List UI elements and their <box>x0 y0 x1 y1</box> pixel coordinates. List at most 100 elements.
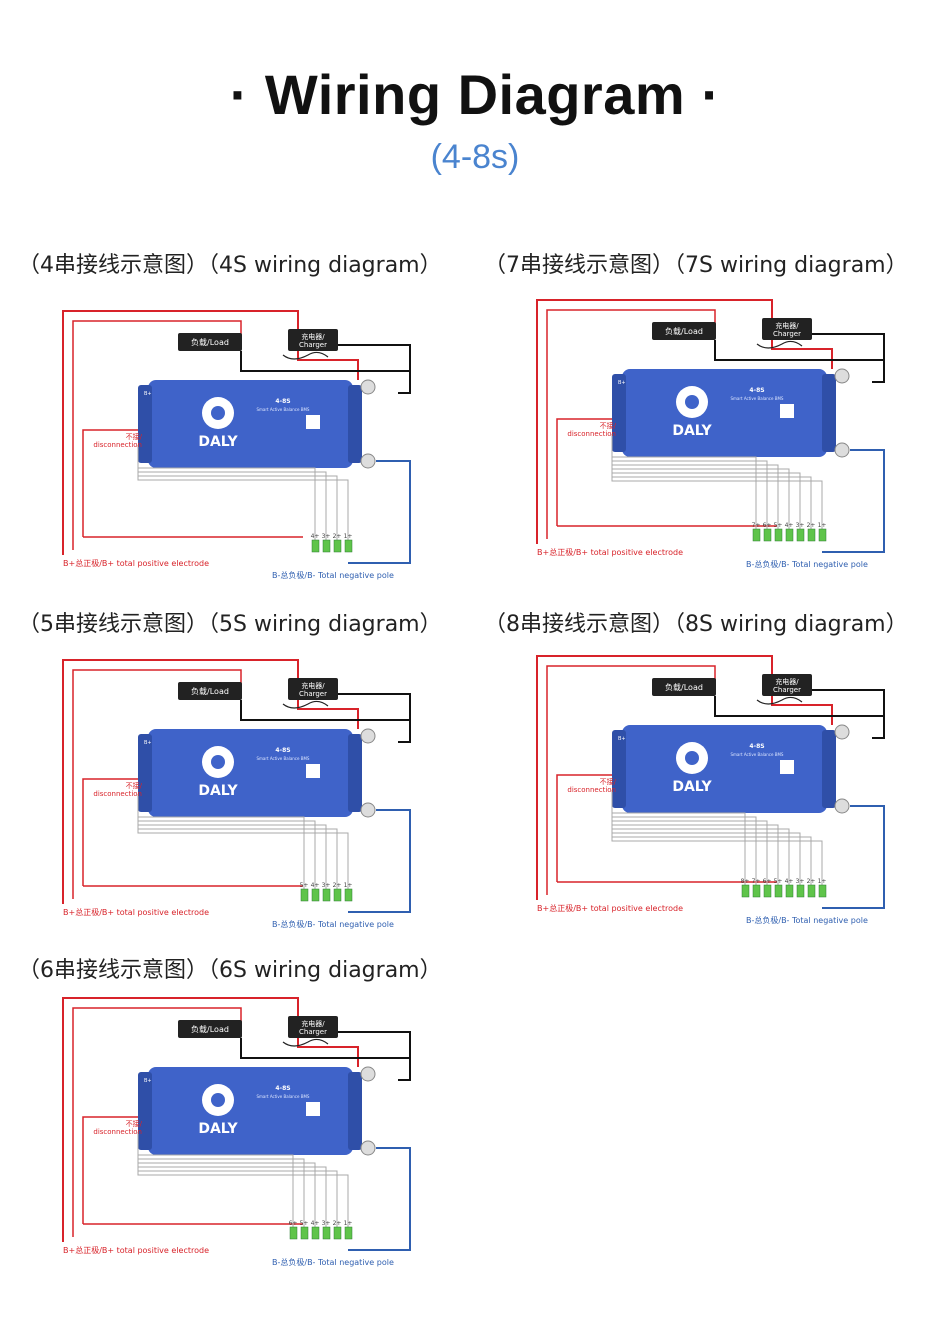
brand-label: DALY <box>672 779 712 795</box>
cell-label: 1+ <box>818 878 827 885</box>
terminal-icon <box>360 1066 376 1082</box>
cell-label: 1+ <box>344 533 353 540</box>
model-label: 4-8S <box>275 1085 290 1092</box>
cell-connector <box>333 1226 342 1240</box>
panel-title-5s: （5串接线示意图）（5S wiring diagram） <box>18 606 442 638</box>
cell-connector <box>344 888 353 902</box>
cell-connector <box>741 884 750 898</box>
daly-logo-icon <box>211 755 225 769</box>
bms-board <box>622 725 827 813</box>
load-wire <box>240 1038 411 1072</box>
daly-logo-icon <box>211 406 225 420</box>
daly-logo-icon <box>685 395 699 409</box>
cell-label: 7+ <box>752 522 761 529</box>
sense-wire <box>137 1147 349 1227</box>
charger-label: 充电器/ <box>301 332 325 341</box>
panel-title-6s: （6串接线示意图）（6S wiring diagram） <box>18 952 442 984</box>
bms-bracket <box>138 385 152 463</box>
negative-label: B-总负极/B- Total negative pole <box>746 915 868 925</box>
panel-title-en: （8S wiring diagram） <box>674 612 908 637</box>
cell-connector <box>322 1226 331 1240</box>
charger-wire <box>802 689 885 739</box>
load-box <box>652 678 716 696</box>
charger-label: 充电器/ <box>775 321 799 330</box>
sense-wire <box>611 446 801 529</box>
negative-wire <box>822 449 885 553</box>
qr-code-icon <box>306 415 320 429</box>
disconnection-label: disconnection <box>93 1128 142 1136</box>
bms-bracket <box>822 730 836 808</box>
cell-connector <box>322 888 331 902</box>
negative-wire <box>348 460 411 564</box>
disconnection-label: disconnection <box>93 441 142 449</box>
positive-wire <box>546 665 716 895</box>
charger-label: 充电器/ <box>301 681 325 690</box>
load-box <box>652 322 716 340</box>
brand-label: DALY <box>198 434 238 450</box>
cell-label: 7+ <box>752 878 761 885</box>
model-label: 4-8S <box>749 387 764 394</box>
cell-label: 4+ <box>311 882 320 889</box>
cell-connector <box>311 539 320 553</box>
panel-title-cn: （6串接线示意图） <box>18 958 208 983</box>
sense-wire <box>611 808 812 885</box>
cell-connector <box>785 528 794 542</box>
model-label: 4-8S <box>275 398 290 405</box>
load-box <box>178 1020 242 1038</box>
disconnection-label: 不接/ <box>126 432 143 441</box>
cell-connector <box>807 528 816 542</box>
cell-connector <box>300 888 309 902</box>
load-label: 负载/Load <box>665 682 703 692</box>
bms-bracket <box>348 385 362 463</box>
board-text: Smart Active Balance BMS <box>257 1094 310 1099</box>
load-label: 负载/Load <box>191 337 229 347</box>
bplus-label: B+ <box>144 740 152 746</box>
terminal-icon <box>834 442 850 458</box>
load-label: 负载/Load <box>665 326 703 336</box>
panel-title-8s: （8串接线示意图）（8S wiring diagram） <box>484 606 908 638</box>
panel-title-en: （7S wiring diagram） <box>674 253 908 278</box>
cell-label: 3+ <box>322 1220 331 1227</box>
load-wire <box>714 696 885 730</box>
board-text: Smart Active Balance BMS <box>731 752 784 757</box>
cell-label: 2+ <box>807 522 816 529</box>
disconnection-label: 不接/ <box>600 421 617 430</box>
disconnection-label: 不接/ <box>126 781 143 790</box>
bms-board <box>148 729 353 817</box>
qr-code-icon <box>780 760 794 774</box>
cell-label: 4+ <box>785 878 794 885</box>
cell-label: 2+ <box>807 878 816 885</box>
terminal-icon <box>360 802 376 818</box>
cell-connector <box>322 539 331 553</box>
charger-wire <box>328 693 411 743</box>
disconnection-label: disconnection <box>567 786 616 794</box>
load-label: 负载/Load <box>191 1024 229 1034</box>
negative-label: B-总负极/B- Total negative pole <box>746 559 868 569</box>
charger-cable <box>282 351 329 360</box>
cell-label: 5+ <box>300 1220 309 1227</box>
model-label: 4-8S <box>749 743 764 750</box>
load-box <box>178 682 242 700</box>
charger-cable <box>756 340 803 349</box>
positive-wire <box>72 669 242 899</box>
bms-bracket <box>612 730 626 808</box>
cell-connector <box>311 1226 320 1240</box>
bplus-label: B+ <box>618 736 626 742</box>
disconnection-label: 不接/ <box>600 777 617 786</box>
load-box <box>178 333 242 351</box>
positive-wire <box>72 1007 242 1237</box>
negative-label: B-总负极/B- Total negative pole <box>272 919 394 929</box>
terminal-icon <box>834 368 850 384</box>
cell-label: 8+ <box>741 878 750 885</box>
brand-label: DALY <box>672 423 712 439</box>
cell-label: 3+ <box>796 878 805 885</box>
cell-label: 4+ <box>785 522 794 529</box>
page-title: · Wiring Diagram · <box>229 63 721 126</box>
panel-title-7s: （7串接线示意图）（7S wiring diagram） <box>484 247 908 279</box>
cell-connector <box>752 528 761 542</box>
terminal-icon <box>360 728 376 744</box>
charger-box <box>288 678 338 700</box>
